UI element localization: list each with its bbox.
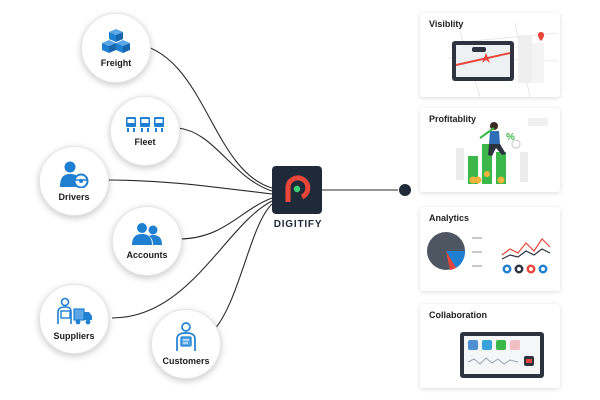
link-accounts bbox=[179, 197, 273, 240]
card-profitability: % Profitablity bbox=[420, 108, 560, 192]
card-title-profitability: Profitablity bbox=[429, 114, 477, 124]
link-freight bbox=[130, 42, 273, 189]
card-title-visibility: Visiblity bbox=[429, 19, 464, 29]
logo-mark-icon bbox=[285, 175, 311, 202]
node-freight: Freight bbox=[81, 13, 151, 83]
hub-dot bbox=[399, 184, 411, 196]
customer-icon bbox=[173, 322, 199, 352]
link-suppliers bbox=[111, 200, 273, 319]
trucks-icon bbox=[125, 115, 165, 133]
messaging-dashboard-illustration bbox=[460, 332, 544, 378]
node-label-freight: Freight bbox=[100, 58, 132, 68]
svg-text:%: % bbox=[506, 132, 515, 143]
node-label-customers: Customers bbox=[162, 356, 210, 366]
card-visibility: Visiblity bbox=[420, 13, 560, 97]
card-title-analytics: Analytics bbox=[429, 213, 470, 223]
link-drivers bbox=[106, 179, 273, 195]
users-icon bbox=[131, 222, 163, 246]
card-analytics: Analytics bbox=[420, 207, 560, 291]
digitify-logo bbox=[272, 166, 322, 214]
growth-chart-illustration: % bbox=[456, 118, 548, 184]
node-suppliers: Suppliers bbox=[39, 284, 109, 354]
node-label-suppliers: Suppliers bbox=[53, 331, 95, 341]
driver-icon bbox=[59, 160, 89, 188]
brand-name: DIGITIFY bbox=[273, 219, 323, 230]
node-label-accounts: Accounts bbox=[126, 250, 168, 260]
node-fleet: Fleet bbox=[110, 96, 180, 166]
link-customers bbox=[213, 203, 273, 331]
node-label-fleet: Fleet bbox=[134, 137, 156, 147]
node-accounts: Accounts bbox=[112, 206, 182, 276]
node-drivers: Drivers bbox=[39, 146, 109, 216]
pie-and-line-chart-illustration bbox=[427, 232, 551, 274]
boxes-icon bbox=[101, 28, 131, 54]
node-label-drivers: Drivers bbox=[58, 192, 90, 202]
link-fleet bbox=[177, 127, 273, 192]
card-collaboration: Collaboration bbox=[420, 304, 560, 388]
map-navigation-illustration bbox=[447, 22, 559, 97]
card-title-collaboration: Collaboration bbox=[429, 310, 487, 320]
delivery-person-icon bbox=[55, 297, 93, 327]
node-customers: Customers bbox=[151, 309, 221, 379]
